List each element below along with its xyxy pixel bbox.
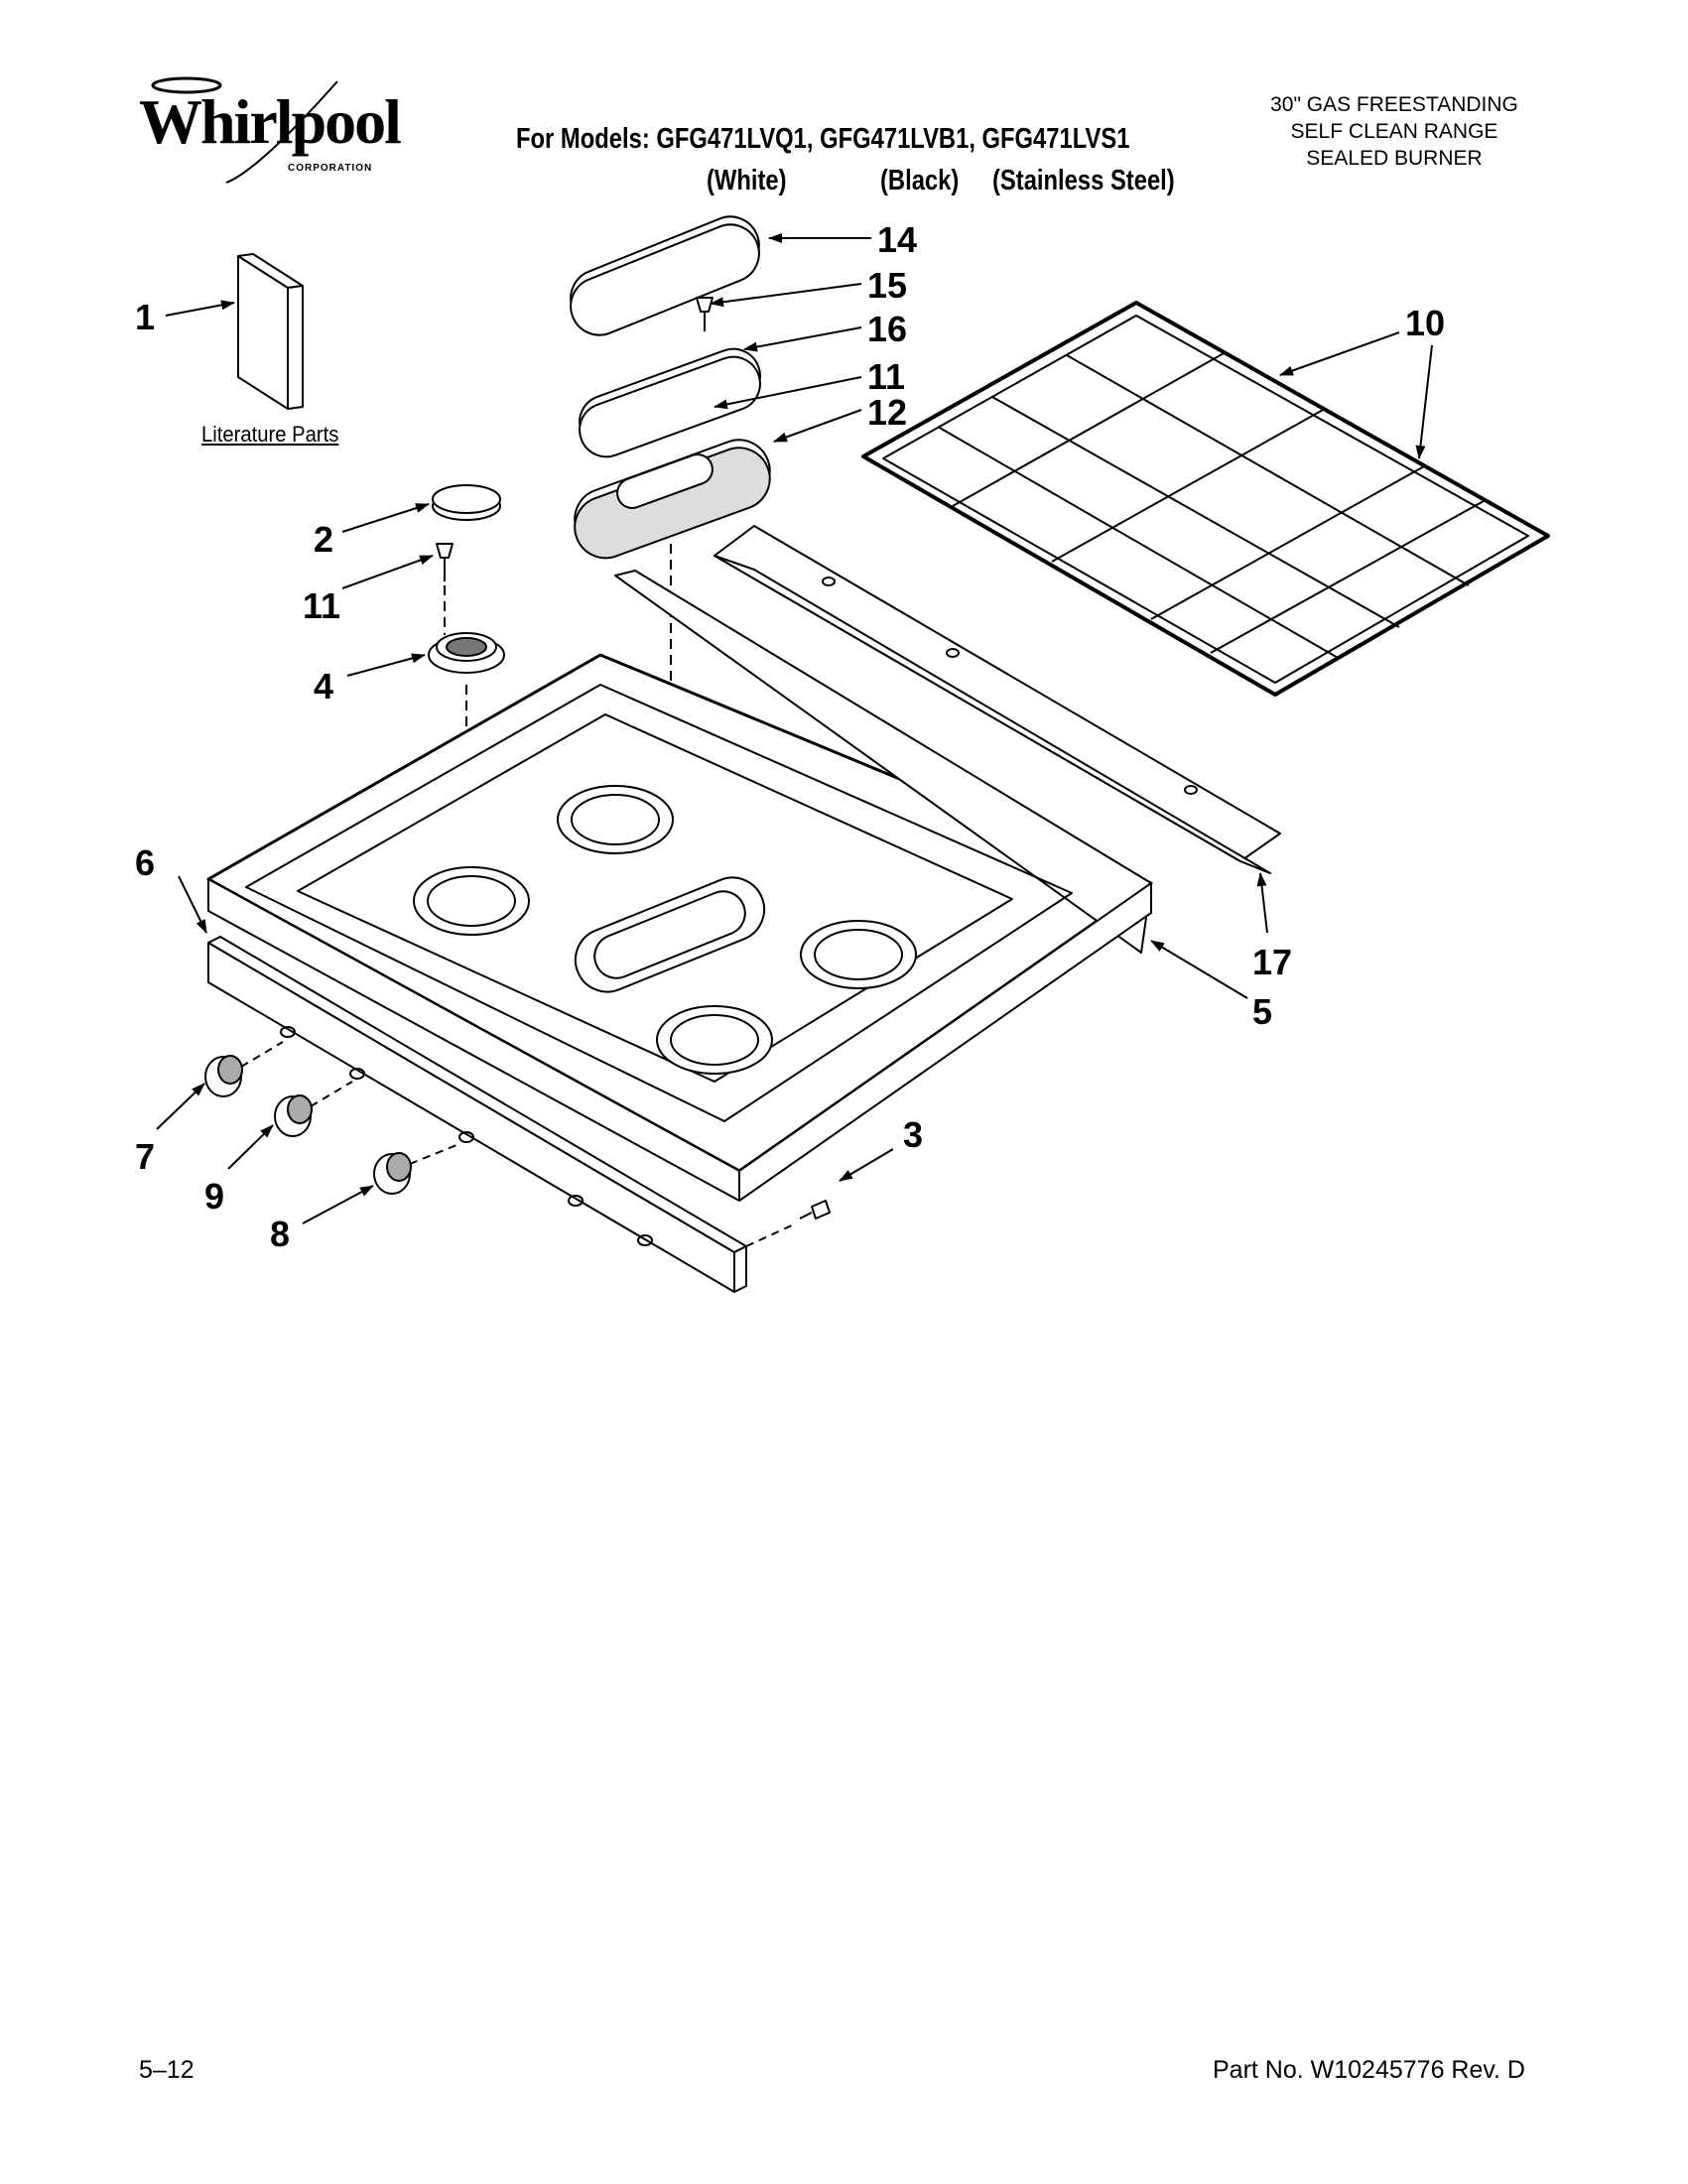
callout-9: 9 (204, 1176, 225, 1217)
part-number: Part No. W10245776 Rev. D (1213, 2056, 1525, 2084)
burner-cap (432, 484, 501, 521)
dashed-guide (240, 1041, 284, 1068)
callout-7: 7 (135, 1136, 156, 1177)
oval-burner-screw (696, 297, 714, 331)
control-knob (373, 1152, 412, 1195)
callout-17: 17 (1252, 942, 1293, 982)
control-knob (274, 1094, 313, 1137)
callout-2: 2 (314, 519, 334, 560)
oval-burner-base (574, 439, 771, 560)
leader-arrow (714, 376, 862, 410)
leader-arrow (178, 875, 207, 934)
control-panel (207, 936, 747, 1293)
page-number: 5–12 (139, 2056, 195, 2084)
literature-book (237, 253, 304, 410)
variant-white: (White) (707, 165, 787, 196)
callout-10: 10 (1405, 303, 1446, 343)
burner-ring (557, 785, 674, 854)
callout-6: 6 (135, 842, 156, 883)
literature-parts-label: Literature Parts (201, 422, 339, 447)
oval-burner-recess (574, 876, 766, 993)
description-line: SELF CLEAN RANGE (1290, 120, 1498, 143)
leader-arrow (839, 1148, 894, 1182)
callout-8: 8 (270, 1214, 291, 1254)
callout-15: 15 (867, 265, 908, 306)
dashed-guide (409, 1142, 462, 1165)
leader-arrow (341, 503, 430, 533)
models-line: For Models: GFG471LVQ1, GFG471LVB1, GFG4… (516, 123, 1130, 155)
variant-stainless: (Stainless Steel) (992, 165, 1175, 196)
callout-11: 11 (303, 585, 341, 626)
logo-wordmark: Whirlpool (139, 86, 402, 157)
burner-base (428, 632, 505, 674)
leader-arrow (1256, 872, 1268, 934)
screw (436, 543, 454, 581)
leader-arrow (743, 326, 862, 352)
callout-4: 4 (314, 666, 334, 707)
product-description: 30" GAS FREESTANDING SELF CLEAN RANGE SE… (1221, 91, 1568, 172)
leader-arrow (165, 300, 235, 317)
callout-1: 1 (135, 297, 156, 337)
leader-arrow (1279, 331, 1400, 376)
callout-11: 11 (867, 356, 906, 397)
description-line: 30" GAS FREESTANDING (1270, 93, 1518, 116)
leader-arrow (710, 283, 862, 308)
cooktop (206, 570, 1153, 1202)
burner-grate (861, 301, 1550, 697)
whirlpool-logo: Whirlpool CORPORATION (139, 71, 402, 191)
control-knob (204, 1055, 243, 1097)
callout-14: 14 (877, 219, 918, 260)
callout-5: 5 (1252, 991, 1273, 1032)
dashed-guide (310, 1081, 353, 1107)
leader-arrow (1150, 940, 1248, 999)
oval-burner-cap (570, 215, 760, 336)
variant-black: (Black) (880, 165, 960, 196)
callout-16: 16 (867, 309, 908, 349)
leader-arrow (346, 653, 426, 677)
leader-arrow (341, 555, 434, 589)
screw (799, 1200, 831, 1220)
leader-arrow (227, 1124, 274, 1170)
callout-3: 3 (903, 1114, 924, 1155)
callout-12: 12 (867, 392, 908, 433)
oval-burner-plate (579, 347, 761, 458)
rear-trim (714, 525, 1281, 874)
dashed-guide (745, 1223, 795, 1247)
leader-arrow (156, 1083, 205, 1130)
leader-arrow (302, 1185, 374, 1224)
burner-ring (800, 920, 917, 989)
leader-arrow (773, 409, 862, 443)
description-line: SEALED BURNER (1306, 147, 1483, 170)
burner-ring (656, 1005, 773, 1075)
leader-arrow (1415, 344, 1433, 459)
burner-ring (413, 866, 530, 936)
logo-corporation: CORPORATION (288, 163, 373, 174)
logo-swoosh (151, 76, 338, 184)
